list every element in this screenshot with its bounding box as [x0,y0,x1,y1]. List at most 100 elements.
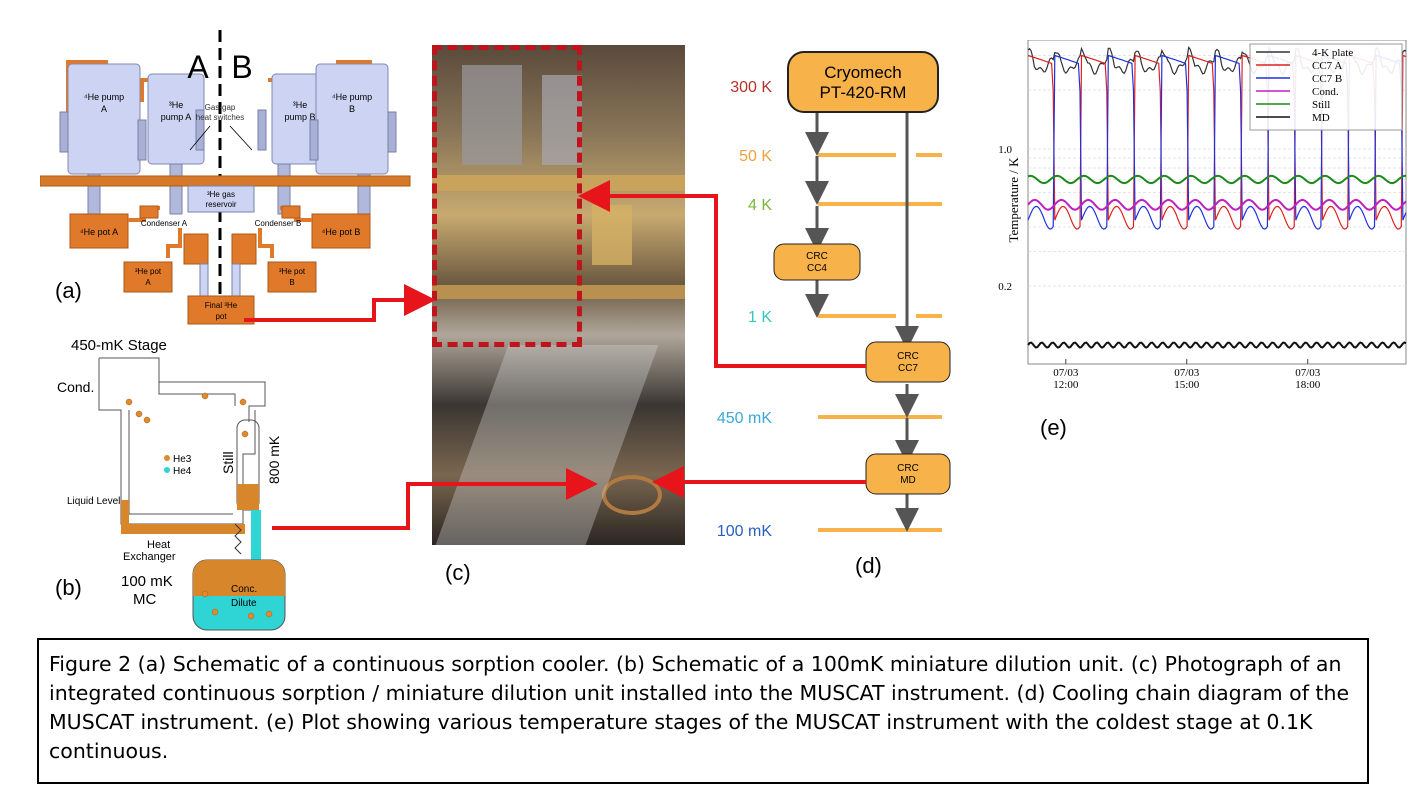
stage-4k: 4 K [748,197,772,214]
still-label: Still [220,451,236,474]
svg-text:³He: ³He [293,100,308,110]
legend-label: CC7 B [1312,73,1342,85]
y-tick-label: 1.0 [998,144,1012,156]
legend-label: MD [1312,112,1330,124]
he4-pot-a: ⁴He pot A [69,213,129,249]
legend-box [1249,43,1403,131]
final-he3-pot: Final ³He pot [187,295,255,325]
stage-100mk: 100 mK [717,523,772,540]
plate-4k [432,175,685,191]
crc-cc4-box: CRC CC4 [773,243,861,281]
connector-arrows [244,180,866,530]
stage-1k: 1 K [748,309,772,326]
series-line-still [1027,174,1406,185]
legend-label: 4-K plate [1312,47,1353,59]
svg-text:³He pot: ³He pot [135,267,162,276]
panel-b-dilution-unit-schematic: 450-mK Stage Cond. Still 800 mK Conc. Di… [57,337,286,631]
gold-foil [592,205,632,265]
legend-he4: He4 [173,466,192,477]
svg-text:A: A [145,278,151,287]
pump-canister [462,65,522,165]
x-tick-label: 07/03 [1174,367,1200,379]
stage-300k: 300 K [730,79,772,96]
cryocooler-box: Cryomech PT-420-RM [787,51,939,113]
panel-a-sorption-cooler-schematic: ⁴He pump A ³He pump A ³He pump B ⁴He pum… [40,30,411,325]
series-line-cc7-a [1027,54,1407,230]
figure-caption: Figure 2 (a) Schematic of a continuous s… [37,638,1369,784]
still-temp-label: 800 mK [266,435,282,484]
svg-text:pump B: pump B [284,112,315,122]
he4-pump-b: ⁴He pump B [315,63,389,175]
svg-text:⁴He pump: ⁴He pump [332,92,372,102]
svg-text:Cryomech: Cryomech [824,63,901,82]
side-a-label: A [187,49,209,85]
panel-e-label: (e) [1040,415,1067,440]
he3-pot-a: ³He pot A [123,261,173,293]
svg-text:pot: pot [215,312,227,321]
stage-title: 450-mK Stage [71,337,167,354]
legend-label: Cond. [1312,86,1339,98]
mc-label: MC [133,591,156,608]
svg-text:reservoir: reservoir [205,200,236,209]
caption-text: Figure 2 (a) Schematic of a continuous s… [49,652,1350,763]
x-tick-label: 18:00 [1295,379,1321,390]
series-line-md [1027,341,1407,349]
svg-text:heat switches: heat switches [196,113,244,122]
svg-text:³He: ³He [169,100,184,110]
svg-text:Heat: Heat [147,539,170,551]
svg-text:CRC: CRC [806,251,828,262]
y-axis-label: Temperature / K [1006,157,1021,243]
crc-md-box: CRC MD [865,453,951,495]
x-tick-label: 15:00 [1174,379,1200,390]
side-b-label: B [231,49,252,85]
condenser-b-label: Condenser B [255,219,302,228]
svg-text:Exchanger: Exchanger [123,551,176,563]
series-line-cond- [1027,198,1407,211]
panel-b-label: (b) [55,575,82,600]
svg-text:pump A: pump A [161,112,192,122]
panel-d-label: (d) [855,553,882,578]
he3-pot-b: ³He pot B [267,261,317,293]
svg-text:B: B [349,104,355,114]
svg-text:Gas-gap: Gas-gap [205,103,236,112]
svg-text:³He gas: ³He gas [207,190,235,199]
cond-label: Cond. [57,379,94,395]
x-tick-label: 07/03 [1053,367,1079,379]
svg-text:CRC: CRC [897,463,919,474]
svg-text:CC7: CC7 [898,363,918,374]
svg-text:Final ³He: Final ³He [205,301,238,310]
crc-cc7-box: CRC CC7 [865,341,951,383]
svg-text:A: A [101,104,107,114]
legend-label: CC7 A [1312,60,1342,72]
liquid-level-label: Liquid Level [67,496,120,507]
svg-text:PT-420-RM: PT-420-RM [820,83,907,102]
panel-c-label: (c) [445,560,471,585]
panel-d-cooling-chain: 300 K 50 K 4 K 1 K 450 mK 100 mK Cryomec… [717,51,951,540]
legend-he3: He3 [173,454,192,465]
he3-gas-reservoir: ³He gas reservoir [187,185,255,213]
x-tick-label: 07/03 [1295,367,1321,379]
panel-a-label: (a) [55,278,82,303]
mc-temp-label: 100 mK [121,573,173,590]
plate-1k [432,285,685,299]
stage-50k: 50 K [739,148,772,165]
he4-pot-b: ⁴He pot B [311,213,371,249]
panel-c-photograph [432,45,685,545]
y-tick-label: 0.2 [998,281,1012,293]
svg-text:CRC: CRC [897,351,919,362]
svg-text:⁴He pot B: ⁴He pot B [322,227,361,237]
x-tick-label: 12:00 [1053,379,1079,390]
svg-text:³He pot: ³He pot [279,267,306,276]
svg-text:B: B [289,278,294,287]
pump-canister [542,75,582,165]
conc-label: Conc. [231,584,257,595]
condenser-a-label: Condenser A [141,219,188,228]
legend-label: Still [1312,99,1330,111]
svg-text:⁴He pump: ⁴He pump [84,92,124,102]
dilute-label: Dilute [231,598,257,609]
stage-450mk: 450 mK [717,410,772,427]
svg-text:MD: MD [900,475,916,486]
